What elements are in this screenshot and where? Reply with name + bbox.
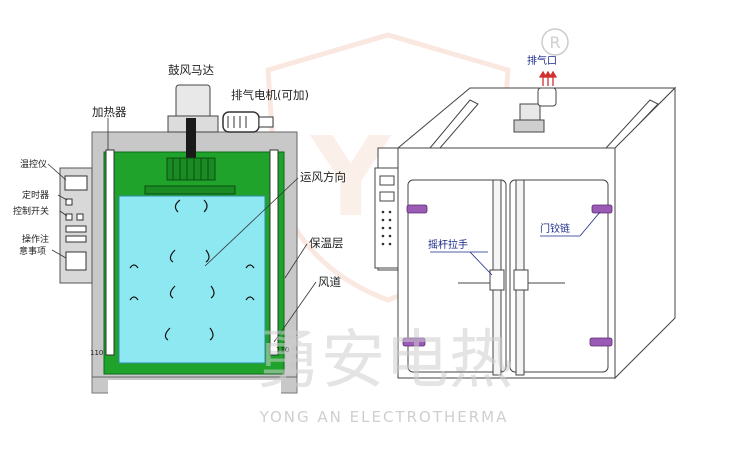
hinge-bottom-left — [402, 337, 426, 347]
rail-label-left: 110 — [90, 349, 103, 357]
handle-right — [513, 269, 529, 291]
door-hinges — [402, 204, 613, 347]
label-heater: 加热器 — [92, 105, 127, 119]
label-notes-line2: 意事项 — [19, 245, 46, 257]
label-temp-controller: 温控仪 — [20, 158, 47, 170]
label-exhaust-motor: 排气电机(可加) — [231, 88, 309, 102]
heater-rail-right — [269, 149, 279, 356]
label-rocker-handle: 摇杆拉手 — [428, 238, 468, 251]
air-deflector — [144, 185, 236, 195]
blower-motor — [175, 84, 211, 120]
hinge-top-right — [591, 204, 613, 214]
temp-controller-display — [64, 175, 88, 191]
watermark-brand-en: YONG AN ELECTROTHERMA — [259, 408, 509, 426]
label-notes-line1: 操作注 — [22, 233, 49, 245]
fan-wheel — [166, 157, 216, 181]
registered-mark-text: R — [549, 33, 560, 52]
left-oven-section: 温控仪 定时器 控制开关 操作注 意事项 — [13, 63, 346, 394]
handle-left — [489, 269, 505, 291]
notes-plate — [65, 251, 87, 271]
airflow-arrows — [129, 199, 255, 341]
label-door-hinge: 门铰链 — [540, 222, 570, 235]
label-control-switch: 控制开关 — [13, 205, 49, 217]
left-door — [407, 179, 507, 373]
heater-rail-left — [105, 149, 115, 356]
label-airflow-direction: 运风方向 — [300, 170, 346, 184]
registered-mark: R — [541, 28, 569, 56]
rail-label-right: 110 — [276, 346, 289, 354]
right-door — [509, 179, 609, 373]
hinge-bottom-right — [589, 337, 613, 347]
label-insulation: 保温层 — [309, 236, 344, 250]
blower-shaft — [186, 118, 196, 162]
watermark-brand-cn: 勇安电热 — [257, 324, 513, 398]
label-timer: 定时器 — [22, 189, 49, 201]
label-air-duct: 风道 — [318, 275, 341, 289]
label-blower-motor: 鼓风马达 — [168, 63, 214, 77]
exhaust-arrows — [538, 70, 558, 86]
right-oven-view — [374, 86, 677, 380]
label-exhaust-port: 排气口 — [527, 54, 557, 67]
hinge-top-left — [406, 204, 428, 214]
exhaust-port — [537, 87, 557, 107]
inner-chamber — [118, 195, 266, 364]
